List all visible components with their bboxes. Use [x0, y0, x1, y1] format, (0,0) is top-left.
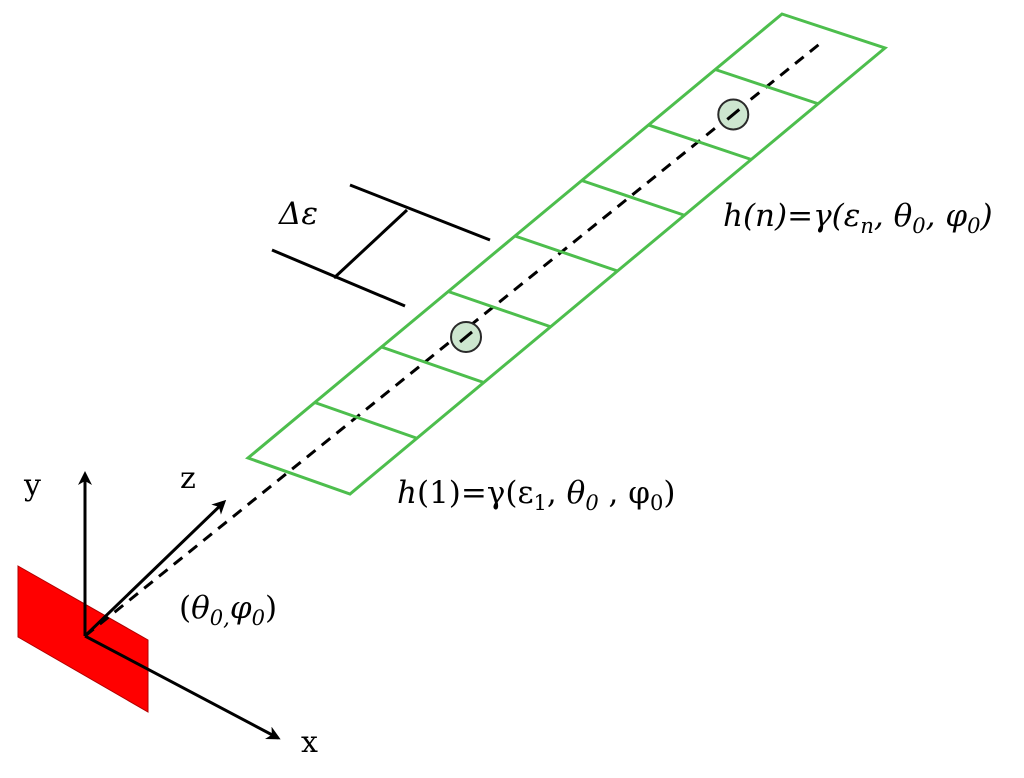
x-axis-label: x: [301, 725, 318, 760]
strip-outline: [245, 12, 889, 496]
strip-cell-divider: [381, 345, 485, 384]
hn-label: h(n)=γ(εn, θ0, φ0): [723, 198, 993, 238]
marker-dash: [726, 108, 741, 121]
z-axis-label: z: [180, 461, 196, 496]
strip-cell-divider: [314, 401, 418, 440]
delta-epsilon-label: Δε: [278, 196, 318, 232]
strip-cell-divider: [714, 68, 819, 106]
strip-cell-divider: [581, 179, 685, 217]
strip-cell-divider: [648, 123, 752, 161]
x-axis-arrow: [84, 634, 281, 740]
marker-dash: [459, 330, 473, 344]
y-axis-label: y: [23, 468, 41, 503]
marker-group: [450, 98, 750, 353]
z-axis-arrow: [83, 499, 227, 638]
strip-cell-divider: [447, 290, 552, 329]
angle-label: (θ0,φ0): [179, 590, 277, 630]
measurement-strip: [245, 12, 889, 496]
delta-epsilon-bracket: [271, 183, 491, 308]
h1-label: h(1)=γ(ε1, θ0 , φ0): [397, 475, 675, 515]
strip-cell-divider: [514, 234, 618, 273]
source-plate: [17, 565, 149, 713]
